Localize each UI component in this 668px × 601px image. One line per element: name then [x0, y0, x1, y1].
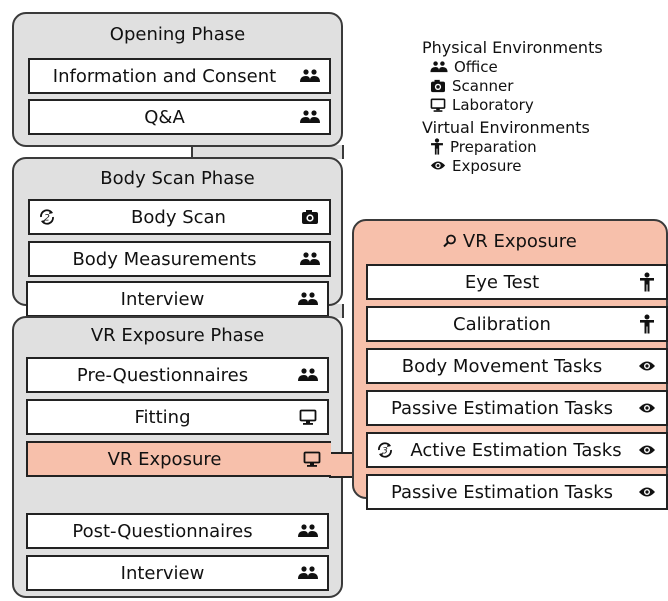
magnifier-icon [443, 232, 457, 253]
legend-label: Office [454, 57, 498, 76]
phase-title: VR Exposure Phase [90, 325, 265, 346]
step-pre-questionnaires[interactable]: Pre-Questionnaires [26, 357, 329, 393]
svg-text:3: 3 [382, 447, 388, 457]
step-label: Q&A [144, 106, 185, 128]
office-icon [297, 562, 319, 584]
detail-step-passive-estimation[interactable]: Passive Estimation Tasks [366, 390, 668, 426]
step-body-scan[interactable]: 2 Body Scan [28, 199, 331, 235]
step-label: Active Estimation Tasks [410, 439, 622, 461]
legend-label: Laboratory [452, 95, 534, 114]
legend-item-laboratory: Laboratory [422, 95, 603, 114]
step-information-consent[interactable]: Information and Consent [28, 58, 331, 94]
opening-phase: Opening Phase Information and Consent Q&… [12, 12, 343, 147]
step-post-questionnaires[interactable]: Post-Questionnaires [26, 513, 329, 549]
step-fitting[interactable]: Fitting [26, 399, 329, 435]
step-label: Interview [120, 562, 205, 584]
detail-panel-title-text: VR Exposure [462, 231, 577, 252]
step-label: Post-Questionnaires [72, 520, 253, 542]
legend-label: Exposure [452, 156, 522, 175]
step-label: VR Exposure [107, 448, 222, 470]
exposure-icon [636, 481, 658, 503]
phase-title: Opening Phase [109, 24, 246, 45]
preparation-icon [636, 313, 658, 335]
step-label: Passive Estimation Tasks [390, 481, 614, 503]
legend-item-office: Office [422, 57, 603, 76]
legend: Physical Environments Office Scanner Lab… [422, 38, 603, 175]
svg-text:2: 2 [44, 214, 50, 224]
repeat-3-icon: 3 [374, 439, 396, 461]
step-label: Pre-Questionnaires [76, 364, 249, 386]
office-icon [299, 248, 321, 270]
preparation-icon [636, 271, 658, 293]
step-label: Information and Consent [52, 65, 277, 87]
vr-link-bar [329, 452, 355, 478]
office-icon [430, 60, 448, 72]
scanner-icon [299, 206, 321, 228]
exposure-icon [636, 355, 658, 377]
detail-step-calibration[interactable]: Calibration [366, 306, 668, 342]
phase-connector [191, 145, 344, 159]
exposure-icon [636, 439, 658, 461]
office-icon [297, 520, 319, 542]
scanner-icon [431, 79, 445, 92]
step-interview[interactable]: Interview [26, 281, 329, 317]
office-icon [297, 364, 319, 386]
step-body-measurements[interactable]: Body Measurements [28, 241, 331, 277]
legend-label: Preparation [450, 137, 537, 156]
detail-step-eye-test[interactable]: Eye Test [366, 264, 668, 300]
exposure-icon [636, 397, 658, 419]
detail-panel-title: VR Exposure [352, 231, 668, 253]
step-vr-exposure[interactable]: VR Exposure [26, 441, 331, 477]
laboratory-icon [430, 98, 446, 112]
laboratory-icon [297, 406, 319, 428]
legend-item-preparation: Preparation [422, 137, 603, 156]
step-interview[interactable]: Interview [26, 555, 329, 591]
detail-step-body-movement[interactable]: Body Movement Tasks [366, 348, 668, 384]
preparation-icon [431, 138, 443, 155]
office-icon [299, 106, 321, 128]
legend-physical-title: Physical Environments [422, 38, 603, 57]
step-label: Body Movement Tasks [401, 355, 603, 377]
step-qa[interactable]: Q&A [28, 99, 331, 135]
detail-step-passive-estimation[interactable]: Passive Estimation Tasks [366, 474, 668, 510]
step-label: Body Measurements [72, 248, 257, 270]
office-icon [297, 288, 319, 310]
legend-item-scanner: Scanner [422, 76, 603, 95]
exposure-icon [430, 161, 446, 170]
step-label: Passive Estimation Tasks [390, 397, 614, 419]
office-icon [299, 65, 321, 87]
detail-step-active-estimation[interactable]: 3 Active Estimation Tasks [366, 432, 668, 468]
step-label: Interview [120, 288, 205, 310]
legend-virtual-title: Virtual Environments [422, 118, 590, 137]
step-label: Calibration [453, 313, 551, 335]
step-label: Body Scan [131, 206, 226, 228]
laboratory-icon [301, 448, 323, 470]
legend-label: Scanner [452, 76, 514, 95]
repeat-2-icon: 2 [36, 206, 58, 228]
legend-item-exposure: Exposure [422, 156, 603, 175]
step-label: Fitting [134, 406, 191, 428]
phase-title: Body Scan Phase [100, 168, 255, 189]
step-label: Eye Test [464, 271, 540, 293]
